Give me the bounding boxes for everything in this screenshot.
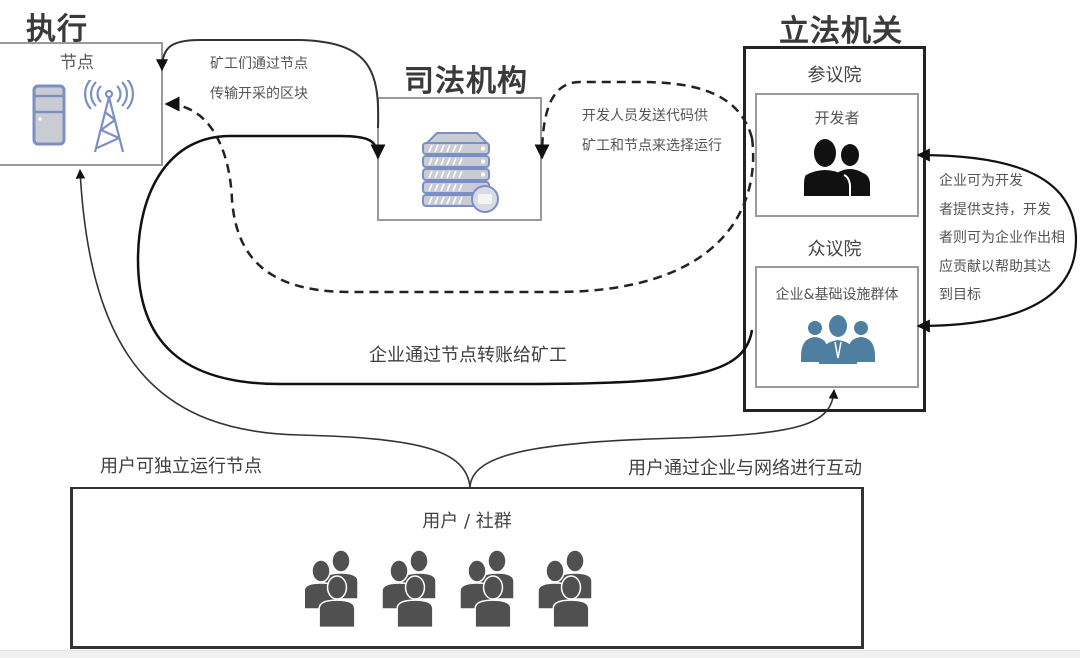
note-line: 开发人员发送代码供 [582, 108, 708, 124]
users-interact-label: 用户通过企业与网络进行互动 [628, 458, 862, 479]
users-label: 用户 / 社群 [422, 511, 512, 532]
crowd-icon [305, 549, 593, 629]
nodes-box: 节点 [0, 42, 163, 166]
developers-icon [804, 139, 870, 196]
crowd-group-icon [537, 549, 593, 629]
crowd-group-icon [381, 549, 437, 629]
business-label: 企业&基础设施群体 [775, 287, 899, 303]
users-run-nodes-label: 用户可独立运行节点 [100, 456, 262, 477]
users-box: 用户 / 社群 [70, 487, 864, 649]
dev-code-note: 开发人员发送代码供 矿工和节点来选择运行 [582, 101, 722, 161]
note-line: 应贡献以帮助其达 [939, 258, 1051, 275]
developers-label: 开发者 [814, 109, 860, 127]
developers-box: 开发者 [755, 93, 919, 217]
arrow-users-nodes [75, 169, 471, 488]
note-line: 到目标 [939, 287, 981, 303]
server-tower-icon [32, 84, 66, 146]
arrow-users-enterprise [469, 389, 839, 488]
legislature-box: 参议院 开发者 众议院 企业&基础设施群体 [743, 46, 926, 412]
radio-tower-icon [84, 80, 134, 153]
arrow-miners-blocks [156, 39, 380, 129]
judiciary-title: 司法机构 [404, 64, 528, 99]
note-line: 企业可为开发 [939, 173, 1023, 189]
note-line: 传输开采的区块 [210, 86, 308, 102]
house-label: 众议院 [807, 239, 862, 260]
legislature-title: 立法机关 [779, 14, 903, 49]
executive-title: 执行 [26, 12, 88, 47]
arrow-dev-code-nodes [164, 96, 755, 294]
business-box: 企业&基础设施群体 [755, 266, 919, 388]
business-group-icon [801, 315, 875, 364]
arrow-dev-code-judiciary [534, 80, 754, 160]
note-line: 者则可为企业作出相 [939, 230, 1065, 246]
arrow-enterprise-pay [136, 134, 754, 386]
note-line: 者提供支持，开发 [939, 201, 1051, 218]
crowd-group-icon [459, 549, 515, 629]
senate-label: 参议院 [807, 65, 862, 86]
arrow-enterprise-dev [916, 148, 1078, 333]
note-line: 矿工和节点来选择运行 [582, 138, 722, 154]
crowd-group-icon [305, 549, 359, 629]
nodes-label: 节点 [60, 53, 94, 73]
miners-blocks-note: 矿工们通过节点 传输开采的区块 [210, 49, 308, 109]
server-rack-icon [422, 132, 499, 213]
enterprise-pay-label: 企业通过节点转账给矿工 [369, 345, 567, 366]
enterprise-dev-note: 企业可为开发 者提供支持，开发 者则可为企业作出相 应贡献以帮助其达 到目标 [939, 167, 1065, 310]
note-line: 矿工们通过节点 [210, 56, 308, 72]
bottom-edge [0, 650, 1080, 658]
